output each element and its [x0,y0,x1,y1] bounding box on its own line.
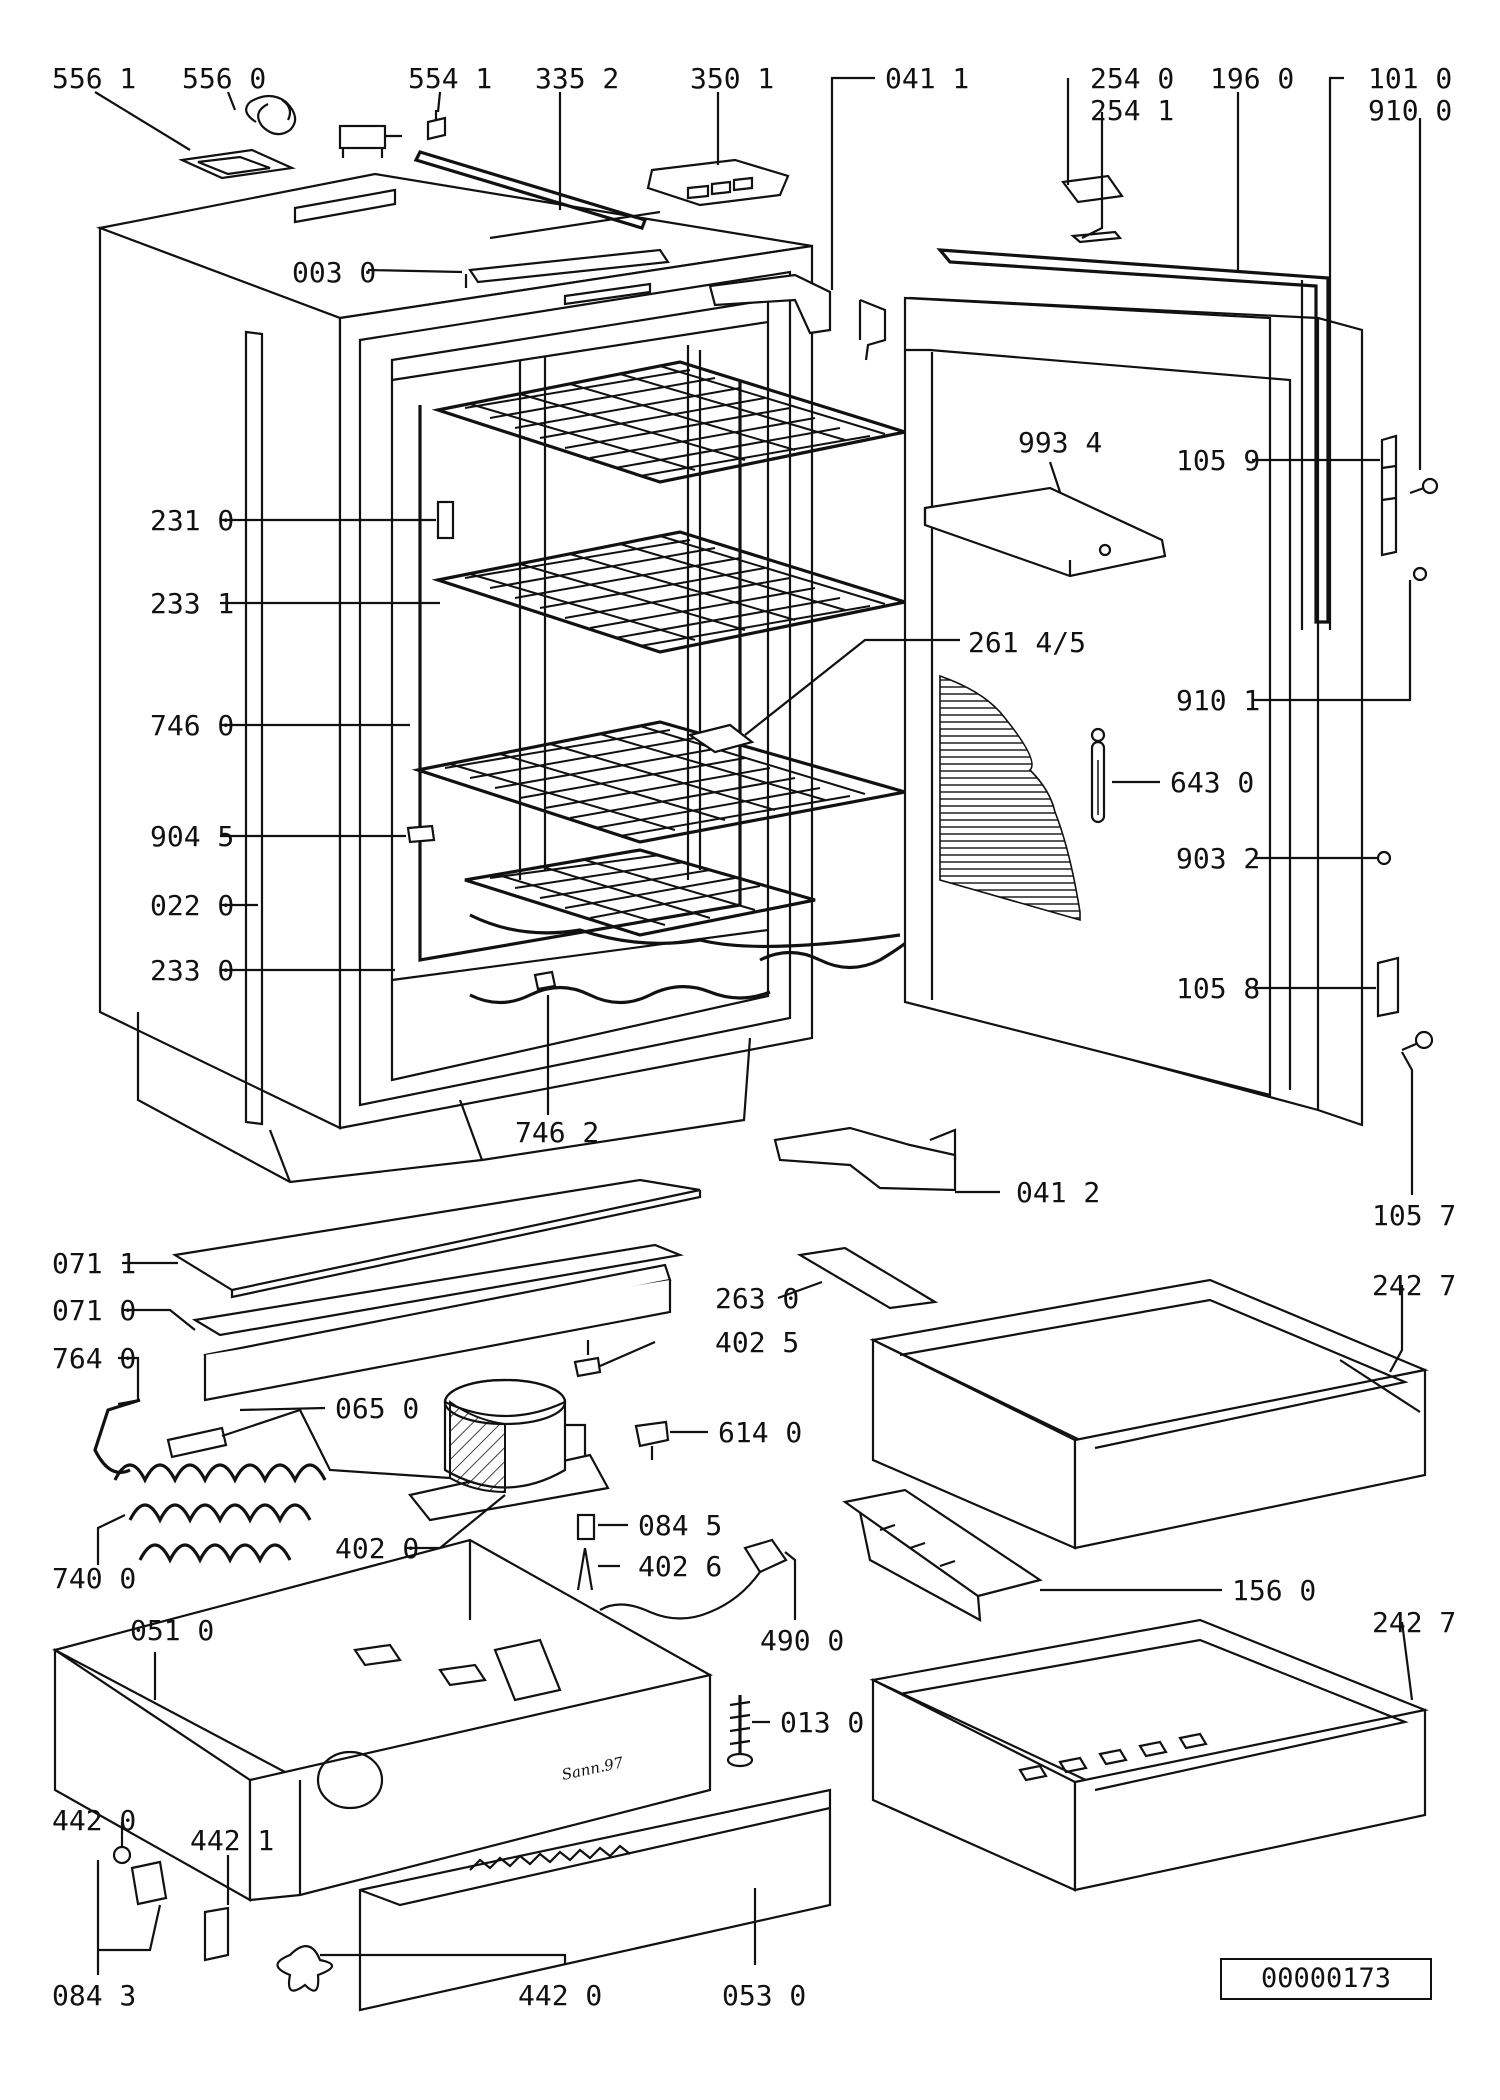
part-label: 910 1 [1176,684,1260,717]
part-label: 556 0 [182,62,266,95]
fan-motor-442 [112,1845,334,1992]
part-labels: 556 1 556 0 554 1 335 2 350 1 041 1 254 … [52,62,1456,2012]
part-label: 065 0 [335,1392,419,1425]
screw-910-1 [1412,566,1428,582]
part-label: 350 1 [690,62,774,95]
part-label: 643 0 [1170,766,1254,799]
ice-tray-156-0 [842,1488,1043,1622]
rod-335-2 [413,150,648,230]
part-label: 053 0 [722,1979,806,2012]
part-label: 746 2 [515,1116,599,1149]
drawer-lower-242-7 [869,1618,1429,1892]
part-label: 242 7 [1372,1269,1456,1302]
base-tray-051-0 [52,1538,713,1902]
cabinet-body [95,172,814,1184]
part-label: 490 0 [760,1624,844,1657]
part-label: 003 0 [292,256,376,289]
relay-614-0 [634,1420,670,1460]
part-label: 442 1 [190,1824,274,1857]
part-label: 402 5 [715,1326,799,1359]
part-label: 022 0 [150,889,234,922]
part-label: 910 0 [1368,94,1452,127]
part-label: 233 0 [150,954,234,987]
plate-263-0 [796,1246,939,1310]
control-panel-350-1 [646,158,790,207]
part-label: 233 1 [150,587,234,620]
capillary-764-0 [93,1398,141,1475]
part-label: 231 0 [150,504,234,537]
clip-231-0 [436,500,455,540]
part-label: 554 1 [408,62,492,95]
part-label: 904 5 [150,820,234,853]
part-402-6 [576,1547,594,1591]
part-label: 261 4/5 [968,626,1086,659]
wire-shelf-lower [464,848,917,1005]
part-label: 764 0 [52,1342,136,1375]
power-plug-490-0 [599,1538,788,1620]
part-label: 084 3 [52,1979,136,2012]
part-label: 105 9 [1176,444,1260,477]
clip-746-2 [533,970,557,991]
part-label: 335 2 [535,62,619,95]
door-assembly [903,248,1364,1127]
screw-013-0 [726,1695,754,1768]
part-label: 746 0 [150,709,234,742]
plug-903-2 [1376,850,1392,866]
screw-105-7 [1401,1030,1434,1052]
part-label: 051 0 [130,1614,214,1647]
clip-904-5 [406,824,436,844]
rail-071-0 [191,1243,685,1402]
handle-254 [1060,174,1124,244]
part-label: 254 1 [1090,94,1174,127]
part-label: 740 0 [52,1562,136,1595]
leader-lines [94,76,1422,1975]
part-label: 903 2 [1176,842,1260,875]
bracket-003-0 [464,248,670,288]
part-label: 071 0 [52,1294,136,1327]
part-label: 105 7 [1372,1199,1456,1232]
document-number: 00000173 [1220,1958,1432,2000]
sensor-261-4-5 [687,723,755,754]
part-label: 263 0 [715,1282,799,1315]
part-label: 013 0 [780,1706,864,1739]
bracket-554-1 [426,110,447,141]
relay-402-5 [573,1340,602,1378]
part-084-5 [576,1513,596,1541]
part-label: 442 0 [52,1804,136,1837]
part-label: 254 0 [1090,62,1174,95]
part-label: 041 1 [885,62,969,95]
part-label: 105 8 [1176,972,1260,1005]
cover-071-1 [171,1178,702,1299]
door-hinge-105-8 [1376,956,1400,1018]
part-label: 071 1 [52,1247,136,1280]
dryer-065-0 [166,1408,451,1480]
part-label: 196 0 [1210,62,1294,95]
drawer-upper-242-7 [869,1278,1429,1550]
part-label: 242 7 [1372,1606,1456,1639]
thermostat-part [178,94,402,180]
part-label: 156 0 [1232,1574,1316,1607]
thermometer-icon [1090,727,1106,824]
screw-910-0 [1409,477,1439,495]
part-label: 084 5 [638,1509,722,1542]
part-label: 993 4 [1018,426,1102,459]
part-label: 041 2 [1016,1176,1100,1209]
hinge-041-1 [708,273,887,361]
condenser-coil-740-0 [113,1463,327,1564]
part-label: 402 0 [335,1532,419,1565]
part-label: 101 0 [1368,62,1452,95]
part-label: 614 0 [718,1416,802,1449]
hinge-041-2 [773,1126,957,1192]
compressor-402-0 [408,1378,610,1522]
part-label: 442 0 [518,1979,602,2012]
part-label: 402 6 [638,1550,722,1583]
door-hinge-105-9 [1380,434,1398,557]
part-label: 556 1 [52,62,136,95]
